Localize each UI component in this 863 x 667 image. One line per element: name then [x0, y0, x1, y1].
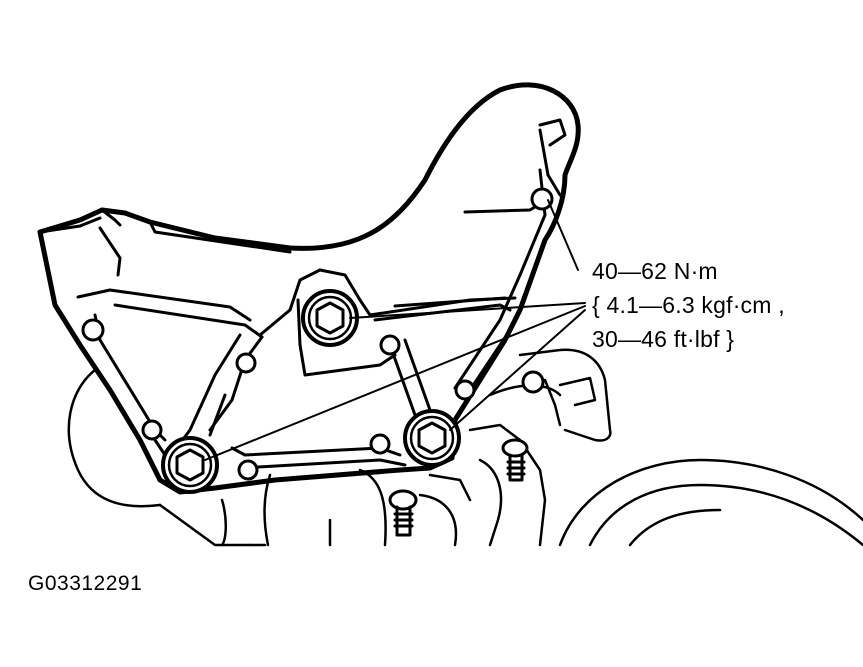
bracket-holes [83, 189, 552, 479]
hole-5 [456, 381, 474, 399]
hole-2 [237, 354, 255, 372]
bracket-inner-details [40, 120, 565, 468]
pulley-outline [560, 460, 863, 545]
upper-bolt [303, 291, 357, 345]
hole-4 [381, 336, 399, 354]
engine-block-outline [69, 350, 611, 545]
hole-7 [523, 372, 543, 392]
lower-left-bolt [163, 438, 217, 492]
torque-spec-nm: 40—62 N·m [592, 258, 718, 284]
hole-6 [532, 189, 552, 209]
hole-3 [143, 421, 161, 439]
figure-id-label: G03312291 [28, 572, 143, 595]
bracket-outer-outline [40, 85, 578, 492]
stud-right [503, 440, 527, 480]
torque-spec-ftlbf: 30—46 ft·lbf } [592, 326, 735, 352]
hole-8 [371, 435, 389, 453]
hole-1 [83, 320, 103, 340]
hole-9 [239, 461, 257, 479]
torque-spec-kgf: { 4.1—6.3 kgf·cm , [592, 292, 785, 318]
leader-lines [205, 200, 585, 460]
stud-center [390, 491, 416, 535]
lower-right-bolt [405, 411, 459, 465]
